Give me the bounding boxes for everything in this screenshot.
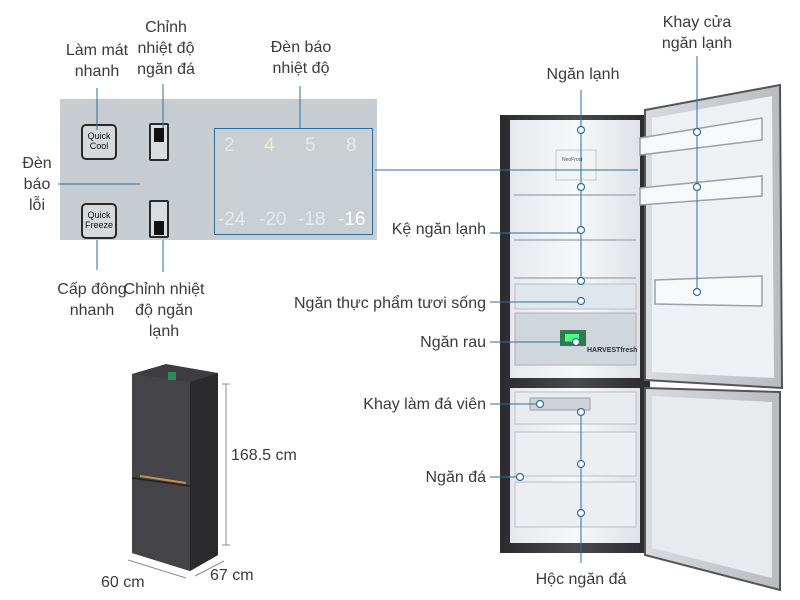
quick-cool-button-line2: Cool [89,141,109,151]
label-freezer-compartment: Ngăn đá [425,469,487,486]
freezer-temp-18: -18 [298,209,326,230]
fridge-temp-5: 5 [305,135,316,156]
quick-cool-button: Quick Cool [81,124,117,160]
label-fridge-shelf: Kệ ngăn lạnh [391,221,486,238]
fridge-temp-8: 8 [346,135,357,156]
label-error-light: Đèn báo lỗi [22,155,52,214]
closed-fridge-image [131,364,218,571]
label-quick-freeze: Cấp đông nhanh [57,281,127,319]
label-veg-drawer: Ngăn rau [420,334,486,351]
temperature-indicator-box [214,128,373,235]
fridge-temp-2: 2 [224,135,235,156]
dimension-height: 168.5 cm [231,447,297,464]
fridge-temp-4: 4 [264,135,275,156]
dimension-depth: 67 cm [210,567,254,584]
freezer-temp-16: -16 [338,209,366,230]
label-ice-tray: Khay làm đá viên [363,396,486,413]
control-panel: Quick Cool Quick Freeze [60,99,377,240]
open-fridge-image: NeoFrost HARVESTfresh [500,83,784,592]
label-fresh-food: Ngăn thực phẩm tươi sống [293,295,486,312]
label-freezer-drawer: Hộc ngăn đá [535,571,627,588]
label-quick-cool: Làm mát nhanh [65,42,129,80]
dimension-lines [127,383,230,579]
label-fridge-compartment: Ngăn lạnh [546,66,620,83]
label-fridge-temp: Chỉnh nhiệt độ ngăn lạnh [123,281,205,340]
label-temp-indicator: Đèn báo nhiệt độ [270,39,332,77]
label-ice-temp: Chỉnh nhiệt độ ngăn đá [137,19,195,78]
dimension-width: 60 cm [101,574,145,591]
fridge-temp-button [149,200,169,238]
label-door-shelf: Khay cửa ngăn lạnh [661,14,733,52]
quick-freeze-button-line2: Freeze [84,220,113,230]
freezer-temp-24: -24 [218,209,246,230]
quick-freeze-button: Quick Freeze [81,203,117,239]
callout-dots [515,125,702,518]
freezer-temp-20: -20 [259,209,287,230]
quick-cool-button-line1: Quick [87,131,111,141]
ice-temp-button [149,123,169,161]
neofrost-text: NeoFrost [562,157,583,163]
harvestfresh-text: HARVESTfresh [587,347,637,354]
quick-freeze-button-line1: Quick [87,210,111,220]
